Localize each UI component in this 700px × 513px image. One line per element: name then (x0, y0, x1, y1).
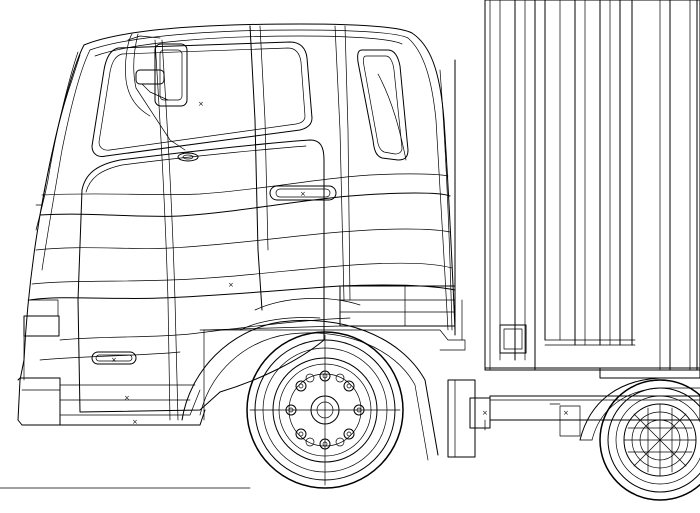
door: × × (77, 139, 337, 413)
side-marker-icon: × (111, 356, 117, 364)
svg-text:×: × (124, 394, 130, 402)
cargo-box (484, 0, 700, 379)
door-window: × (91, 41, 313, 162)
svg-text:×: × (482, 409, 488, 417)
rear-wheel (599, 379, 700, 501)
front-wheel-arch (181, 298, 439, 461)
svg-text:×: × (563, 409, 569, 417)
reference-markers: × × × × × (124, 281, 569, 426)
svg-text:×: × (228, 281, 234, 289)
rear-window (357, 49, 409, 161)
handle-marker-icon: × (300, 190, 306, 198)
rear-wheel-arch (579, 377, 700, 441)
chassis-frame (447, 379, 700, 458)
window-marker-icon: × (198, 100, 204, 108)
cab (17, 23, 466, 426)
mirror (125, 33, 188, 151)
front-wheel (246, 331, 404, 489)
svg-text:×: × (132, 418, 138, 426)
